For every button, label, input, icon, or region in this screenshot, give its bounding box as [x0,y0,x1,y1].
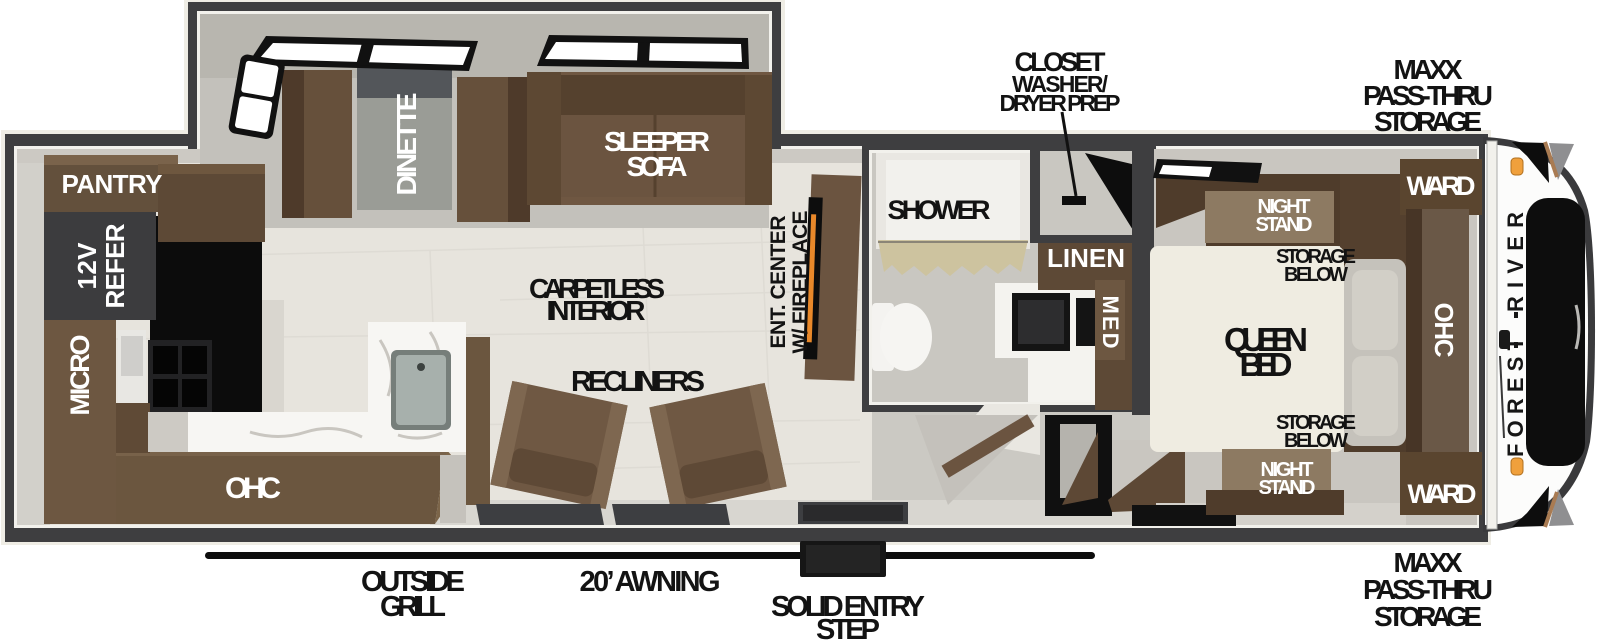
svg-text:OHC: OHC [1429,303,1459,358]
svg-text:DRYER PREP: DRYER PREP [1000,90,1121,116]
svg-text:RECLINERS: RECLINERS [571,366,705,398]
svg-text:STAND: STAND [1259,477,1316,499]
svg-text:SHOWER: SHOWER [888,195,991,225]
svg-text:OUTSIDE: OUTSIDE [361,566,465,598]
svg-text:STORAGE: STORAGE [1374,601,1482,632]
svg-text:STORAGE: STORAGE [1276,412,1356,434]
svg-text:OHC: OHC [225,472,281,505]
svg-text:CLOSET: CLOSET [1015,47,1107,77]
svg-text:QUEEN: QUEEN [1224,321,1308,358]
svg-text:STORAGE: STORAGE [1374,106,1482,137]
svg-text:MAXX: MAXX [1394,547,1463,578]
svg-text:12V: 12V [72,242,102,290]
svg-text:MICRO: MICRO [65,335,95,416]
svg-text:SLEEPER: SLEEPER [604,126,710,157]
svg-text:20’ AWNING: 20’ AWNING [580,566,721,598]
svg-text:MAXX: MAXX [1394,54,1463,85]
svg-text:BELOW: BELOW [1284,430,1348,452]
svg-text:LINEN: LINEN [1047,243,1125,273]
svg-text:INTERIOR: INTERIOR [547,295,646,326]
svg-text:DINETTE: DINETTE [391,93,422,196]
svg-text:NIGHT: NIGHT [1261,459,1314,481]
svg-text:CARPETLESS: CARPETLESS [529,273,665,304]
svg-text:RIVER: RIVER [1503,212,1528,312]
svg-text:ENT. CENTER: ENT. CENTER [767,216,790,349]
svg-text:PASS-THRU: PASS-THRU [1363,574,1493,605]
svg-text:WARD: WARD [1407,171,1476,201]
svg-text:STORAGE: STORAGE [1276,246,1356,268]
svg-text:STAND: STAND [1256,214,1313,236]
svg-text:GRILL: GRILL [380,591,446,623]
svg-text:W/ FIREPLACE: W/ FIREPLACE [789,211,812,354]
svg-text:PANTRY: PANTRY [62,169,163,199]
svg-text:MED: MED [1098,296,1123,349]
svg-text:NIGHT: NIGHT [1258,196,1311,218]
svg-text:SOLID ENTRY: SOLID ENTRY [771,591,925,623]
svg-text:BELOW: BELOW [1284,264,1348,286]
svg-text:BED: BED [1240,346,1293,383]
svg-text:REFER: REFER [100,223,130,308]
svg-text:SOFA: SOFA [627,151,688,182]
svg-text:WARD: WARD [1408,479,1477,509]
svg-text:WASHER/: WASHER/ [1012,71,1109,97]
svg-text:STEP: STEP [816,614,880,640]
svg-text:PASS-THRU: PASS-THRU [1363,80,1493,111]
